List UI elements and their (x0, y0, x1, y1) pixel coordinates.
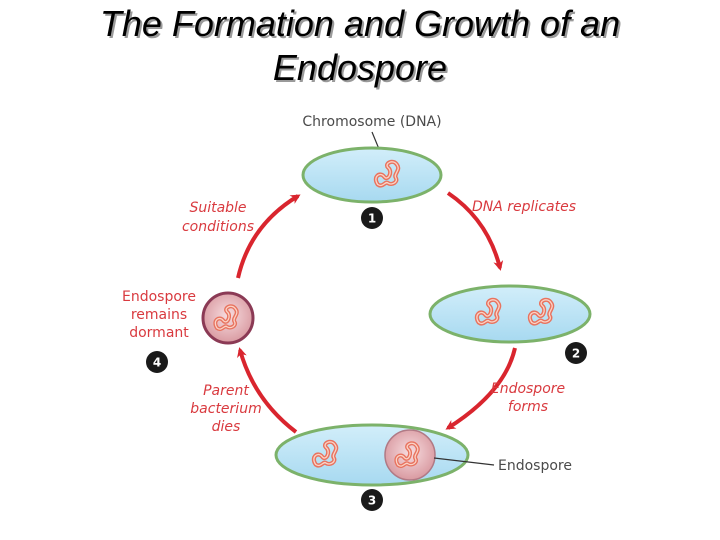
forming-endospore (384, 429, 436, 481)
endospore-label: Endospore (498, 458, 572, 474)
dormant-endospore (201, 291, 255, 345)
title-line-2: Endospore (272, 47, 448, 88)
title-line-1: The Formation and Growth of an (99, 3, 621, 44)
label-suitable-conditions: Suitable conditions (182, 200, 254, 235)
cell-stage-3 (274, 423, 470, 487)
cell-stage-1 (301, 146, 443, 204)
svg-text:remains: remains (131, 307, 187, 323)
svg-text:Endospore: Endospore (491, 381, 565, 397)
svg-text:1: 1 (368, 212, 376, 226)
svg-text:dormant: dormant (129, 325, 189, 341)
svg-text:3: 3 (368, 494, 376, 508)
svg-text:Endospore: Endospore (122, 289, 196, 305)
step-badge-1: 1 (361, 207, 383, 229)
svg-text:Parent: Parent (203, 383, 249, 399)
svg-text:forms: forms (508, 399, 548, 415)
chromosome-label: Chromosome (DNA) (302, 114, 441, 130)
svg-text:bacterium: bacterium (190, 401, 261, 417)
arrow-endospore-forms (445, 347, 517, 430)
endospore-pointer (433, 457, 495, 466)
step-badge-3: 3 (361, 489, 383, 511)
slide-title: The Formation and Growth of an Endospore (20, 2, 700, 90)
arrow-parent-dies (237, 347, 298, 434)
label-parent-dies: Parent bacterium dies (190, 383, 261, 435)
svg-text:4: 4 (153, 356, 161, 370)
svg-text:2: 2 (572, 347, 580, 361)
arrow-dna-replicates (446, 191, 504, 271)
label-endospore-forms: Endospore forms (491, 381, 565, 415)
step-badge-4: 4 (146, 351, 168, 373)
svg-text:dies: dies (212, 419, 241, 435)
svg-text:Suitable: Suitable (189, 200, 246, 216)
cell-stage-2 (428, 284, 592, 344)
svg-text:conditions: conditions (182, 219, 254, 235)
label-dna-replicates: DNA replicates (472, 199, 576, 215)
arrow-suitable-conditions (236, 194, 301, 279)
dormant-label: Endospore remains dormant (122, 289, 196, 341)
step-badge-2: 2 (565, 342, 587, 364)
